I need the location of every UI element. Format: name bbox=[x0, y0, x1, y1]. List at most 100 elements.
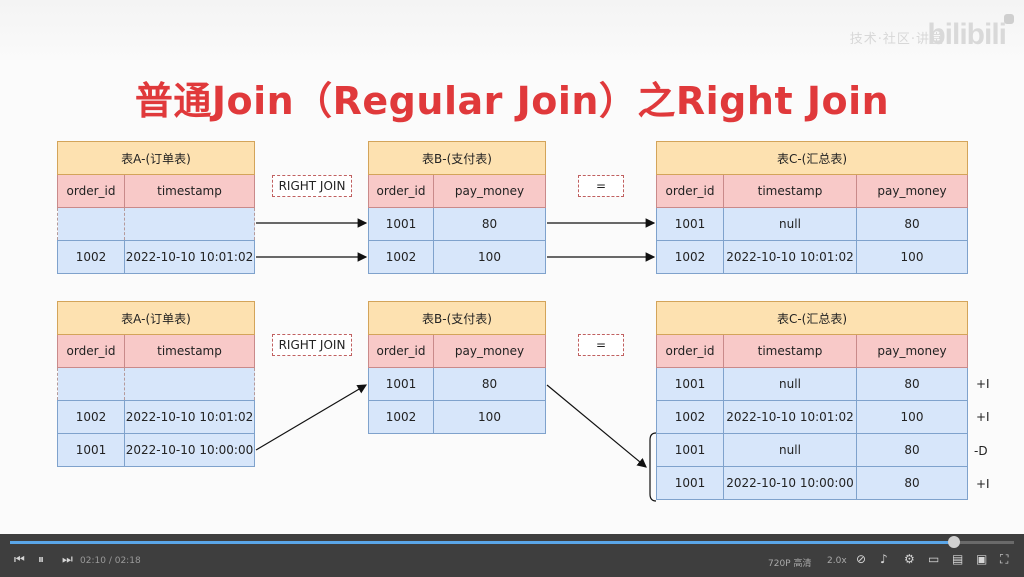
table-b-caption: 表B-(支付表) bbox=[368, 301, 546, 335]
table-a-caption: 表A-(订单表) bbox=[57, 141, 255, 175]
table-row: 1002 2022-10-10 10:01:02 100 bbox=[656, 400, 968, 434]
cell-pay-money: 80 bbox=[433, 207, 546, 241]
cell-order-id: 1001 bbox=[656, 207, 724, 241]
cell-order-id: 1001 bbox=[656, 433, 724, 467]
corner-badge-icon bbox=[1004, 14, 1014, 24]
col-timestamp: timestamp bbox=[723, 334, 857, 368]
table-c-top: 表C-(汇总表) order_id timestamp pay_money 10… bbox=[656, 141, 968, 274]
volume-icon[interactable]: ♪ bbox=[880, 552, 888, 566]
bracket bbox=[649, 432, 657, 502]
progress-bar[interactable] bbox=[10, 536, 1014, 548]
col-timestamp: timestamp bbox=[723, 174, 857, 208]
table-row: 1001 80 bbox=[368, 207, 546, 241]
web-fullscreen-icon[interactable]: ▣ bbox=[976, 552, 988, 566]
right-join-label: RIGHT JOIN bbox=[272, 175, 352, 197]
top-bar bbox=[0, 0, 1024, 60]
cell-timestamp bbox=[124, 207, 255, 241]
cell-order-id: 1002 bbox=[368, 400, 434, 434]
cell-pay-money: 100 bbox=[856, 400, 968, 434]
cell-order-id: 1002 bbox=[656, 240, 724, 274]
col-pay-money: pay_money bbox=[433, 174, 546, 208]
table-b-caption: 表B-(支付表) bbox=[368, 141, 546, 175]
table-row: 1002 2022-10-10 10:01:02 100 bbox=[656, 240, 968, 274]
time-separator: / bbox=[108, 556, 112, 566]
col-timestamp: timestamp bbox=[124, 334, 255, 368]
cell-order-id: 1001 bbox=[656, 466, 724, 500]
cell-pay-money: 100 bbox=[433, 400, 546, 434]
table-row: 1001 null 80 bbox=[656, 433, 968, 467]
bilibili-logo: bilibili bbox=[927, 18, 1007, 51]
table-b-bottom: 表B-(支付表) order_id pay_money 1001 80 1002… bbox=[368, 301, 546, 434]
cell-pay-money: 80 bbox=[856, 433, 968, 467]
table-row: 1002 100 bbox=[368, 240, 546, 274]
col-order-id: order_id bbox=[57, 174, 125, 208]
table-c-caption: 表C-(汇总表) bbox=[656, 141, 968, 175]
prev-icon[interactable]: ⏮ bbox=[14, 552, 25, 566]
cell-timestamp: 2022-10-10 10:01:02 bbox=[124, 240, 255, 274]
table-row: 1002 2022-10-10 10:01:02 bbox=[57, 240, 255, 274]
cell-order-id: 1002 bbox=[57, 240, 125, 274]
right-join-label: RIGHT JOIN bbox=[272, 334, 352, 356]
row-kind-flag: +I bbox=[976, 377, 990, 391]
table-row: 1002 2022-10-10 10:01:02 bbox=[57, 400, 255, 434]
cell-timestamp: 2022-10-10 10:00:00 bbox=[723, 466, 857, 500]
cell-order-id: 1001 bbox=[57, 433, 125, 467]
table-a-bottom: 表A-(订单表) order_id timestamp 1002 2022-10… bbox=[57, 301, 255, 467]
row-kind-flag: +I bbox=[976, 410, 990, 424]
cell-order-id: 1002 bbox=[368, 240, 434, 274]
watermark-text: 技术·社区·讲堂 bbox=[849, 32, 944, 47]
table-a-caption: 表A-(订单表) bbox=[57, 301, 255, 335]
cell-pay-money: 100 bbox=[433, 240, 546, 274]
slide-title: 普通Join（Regular Join）之Right Join bbox=[134, 79, 890, 123]
danmaku-off-icon[interactable]: ⊘ bbox=[856, 552, 867, 566]
cell-pay-money: 80 bbox=[856, 367, 968, 401]
settings-icon[interactable]: ⚙ bbox=[904, 552, 915, 566]
row-kind-flag: -D bbox=[974, 444, 988, 458]
equals-label: = bbox=[578, 175, 624, 197]
pip-icon[interactable]: ▭ bbox=[928, 552, 940, 566]
arrow bbox=[546, 384, 647, 468]
table-row: 1001 null 80 bbox=[656, 207, 968, 241]
table-row: 1001 null 80 bbox=[656, 367, 968, 401]
col-order-id: order_id bbox=[368, 174, 434, 208]
cell-timestamp: 2022-10-10 10:01:02 bbox=[723, 400, 857, 434]
widescreen-icon[interactable]: ▤ bbox=[952, 552, 964, 566]
col-pay-money: pay_money bbox=[856, 174, 968, 208]
table-c-caption: 表C-(汇总表) bbox=[656, 301, 968, 335]
table-row: 1001 2022-10-10 10:00:00 bbox=[57, 433, 255, 467]
cell-order-id: 1002 bbox=[656, 400, 724, 434]
cell-pay-money: 80 bbox=[433, 367, 546, 401]
col-order-id: order_id bbox=[656, 334, 724, 368]
row-kind-flag: +I bbox=[976, 477, 990, 491]
cell-order-id: 1001 bbox=[368, 367, 434, 401]
cell-timestamp: 2022-10-10 10:01:02 bbox=[723, 240, 857, 274]
table-c-bottom: 表C-(汇总表) order_id timestamp pay_money 10… bbox=[656, 301, 968, 500]
col-order-id: order_id bbox=[57, 334, 125, 368]
next-icon[interactable]: ⏭ bbox=[62, 552, 73, 566]
speed-button[interactable]: 2.0x bbox=[827, 556, 847, 566]
col-pay-money: pay_money bbox=[433, 334, 546, 368]
arrow bbox=[255, 384, 368, 451]
col-timestamp: timestamp bbox=[124, 174, 255, 208]
table-row bbox=[57, 207, 255, 241]
cell-timestamp: null bbox=[723, 367, 857, 401]
cell-timestamp: 2022-10-10 10:01:02 bbox=[124, 400, 255, 434]
progress-knob[interactable] bbox=[947, 536, 960, 548]
cell-order-id: 1001 bbox=[368, 207, 434, 241]
progress-fill bbox=[10, 541, 954, 544]
cell-order-id bbox=[57, 207, 125, 241]
quality-button[interactable]: 720P 高清 bbox=[768, 559, 812, 569]
table-row: 1001 80 bbox=[368, 367, 546, 401]
time-display: 02:10 / 02:18 bbox=[80, 556, 141, 566]
table-row: 1001 2022-10-10 10:00:00 80 bbox=[656, 466, 968, 500]
col-pay-money: pay_money bbox=[856, 334, 968, 368]
cell-pay-money: 80 bbox=[856, 466, 968, 500]
cell-order-id: 1002 bbox=[57, 400, 125, 434]
pause-icon[interactable]: ⏸ bbox=[38, 552, 45, 566]
col-order-id: order_id bbox=[368, 334, 434, 368]
current-time: 02:10 bbox=[80, 556, 106, 566]
table-row: 1002 100 bbox=[368, 400, 546, 434]
fullscreen-icon[interactable]: ⛶ bbox=[1000, 552, 1009, 566]
cell-order-id bbox=[57, 367, 125, 401]
